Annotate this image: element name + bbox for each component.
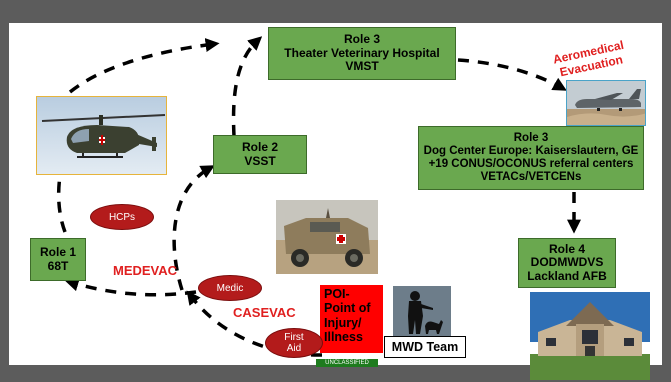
hcps-oval: HCPs	[90, 204, 154, 230]
poi-line2: Point of	[324, 301, 371, 316]
soldier-dog-silhouette	[393, 286, 451, 336]
arrow-helicopter-to-role3	[68, 38, 220, 94]
role3-dog-title: Role 3	[513, 132, 549, 145]
medevac-label: MEDEVAC	[113, 263, 178, 278]
poi-line1: POI-	[324, 287, 350, 301]
classification-label: UNCLASSIFIED	[325, 360, 369, 366]
first-aid-line2: Aid	[286, 343, 302, 354]
medic-label: Medic	[216, 282, 244, 294]
role4-box: Role 4 DODMWDVS Lackland AFB	[518, 238, 616, 288]
role1-line1: 68T	[47, 258, 69, 273]
role2-title: Role 2	[241, 140, 278, 155]
poi-line3: Injury/	[324, 315, 362, 330]
mwd-team-box: MWD Team	[384, 336, 466, 358]
role3-theater-line2: VMST	[345, 59, 379, 74]
role3-dog-line1: Dog Center Europe: Kaiserslautern, GE	[423, 145, 639, 158]
role4-title: Role 4	[548, 241, 585, 256]
casevac-label: CASEVAC	[233, 305, 296, 320]
role4-line2: Lackland AFB	[527, 268, 607, 283]
role3-theater-line1: Theater Veterinary Hospital	[284, 45, 440, 60]
arrow-medevac-to-role2	[172, 165, 215, 291]
cargo-plane-photo	[566, 80, 646, 126]
role2-box: Role 2 VSST	[213, 135, 307, 174]
role3-theater-title: Role 3	[343, 32, 380, 47]
poi-line4: Illness	[324, 330, 363, 345]
role4-line1: DODMWDVS	[530, 255, 604, 270]
role3-dog-line2: +19 CONUS/OCONUS referral centers	[428, 158, 634, 170]
role3-dog-center-box: Role 3 Dog Center Europe: Kaiserslautern…	[418, 126, 644, 190]
arrow-role1-to-helicopter	[56, 147, 68, 233]
poi-box: POI- Point of Injury/ Illness	[320, 285, 383, 353]
arrow-role3-to-aeromedical	[457, 58, 567, 91]
humvee-photo	[276, 200, 378, 274]
role1-box: Role 1 68T	[30, 238, 86, 281]
first-aid-line1: First	[284, 332, 304, 343]
hcps-label: HCPs	[108, 211, 136, 223]
role3-theater-box: Role 3 Theater Veterinary Hospital VMST	[268, 27, 456, 80]
helicopter-photo	[36, 96, 167, 175]
medic-oval: Medic	[198, 275, 262, 301]
role1-title: Role 1	[39, 245, 76, 260]
first-aid-oval: First Aid	[265, 328, 323, 358]
mwd-team-label: MWD Team	[391, 340, 459, 354]
classification-banner: UNCLASSIFIED	[316, 359, 378, 367]
role2-line1: VSST	[244, 153, 276, 168]
role3-dog-line3: VETACs/VETCENs	[480, 170, 582, 183]
arrow-medic-to-role1	[64, 277, 197, 297]
hospital-building-photo	[530, 292, 650, 380]
arrow-role2-to-role3	[231, 36, 263, 137]
